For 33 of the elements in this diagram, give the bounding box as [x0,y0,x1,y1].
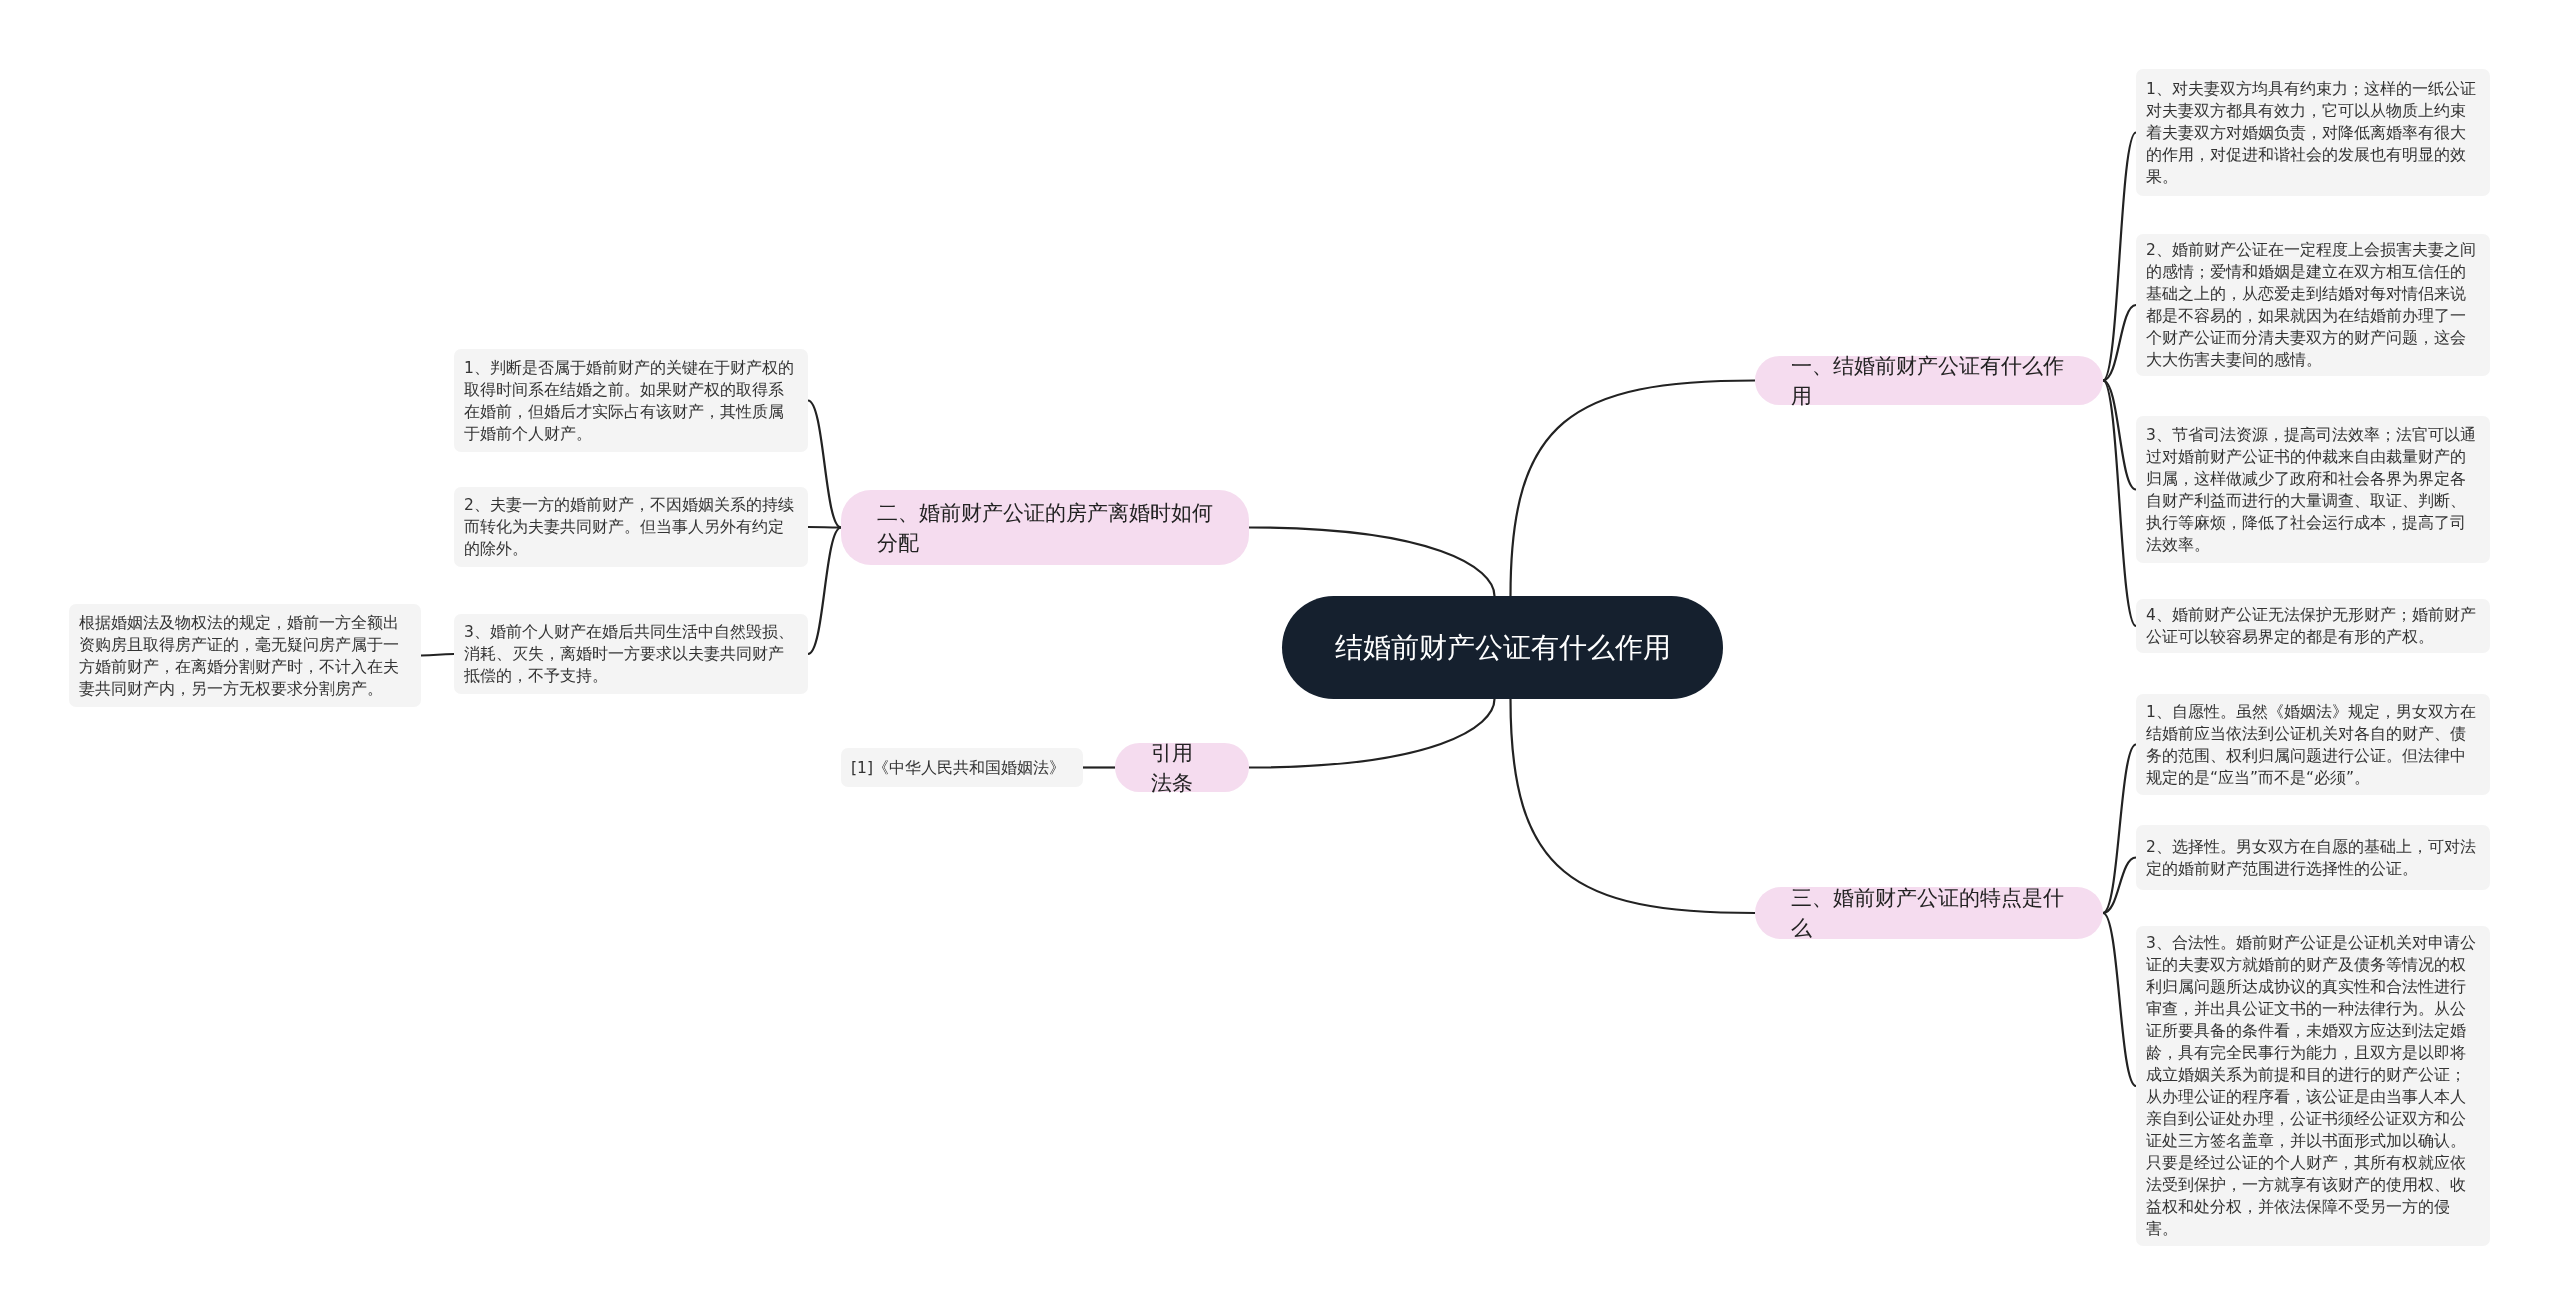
connector-line [808,525,841,529]
central-topic: 结婚前财产公证有什么作用 [1282,596,1723,699]
note-card: 3、合法性。婚前财产公证是公证机关对申请公证的夫妻双方就婚前的财产及债务等情况的权利归属问题所达成协议的真实性和合法性进行审查，并出具公证文书的一种法律行为。从公证所要具备的条件看，未婚双方应达到法定婚龄，具有完全民事行为能力，且双方是以即将成立婚姻关系为前提和目的进行的财产公证；从办理公证的程序看，该公证是由当事人本人亲自到公证处办理，公证书须经公证双方和公证处三方签名盖章，并以书面形式加以确认。只要是经过公证的个人财产，其所有权就应依法受到保护，一方就享有该财产的使用权、收益权和处分权，并依法保障不受另一方的侵害。 [2136,926,2490,1246]
note-card: 1、对夫妻双方均具有约束力；这样的一纸公证对夫妻双方都具有效力，它可以从物质上约束着夫妻双方对婚姻负责，对降低离婚率有很大的作用，对促进和谐社会的发展也有明显的效果。 [2136,69,2490,196]
note-card: [1]《中华人民共和国婚姻法》 [841,748,1083,787]
connector-line [1083,766,1115,769]
connector-line [2102,912,2137,1087]
connector-line [1509,698,1756,915]
note-card: 1、判断是否属于婚前财产的关键在于财产权的取得时间系在结婚之前。如果财产权的取得系在婚前，但婚后才实际占有该财产，其性质属于婚前个人财产。 [454,349,808,452]
connector-line [807,399,842,529]
topic-pill: 二、婚前财产公证的房产离婚时如何分配 [841,490,1249,565]
note-card: 2、选择性。男女双方在自愿的基础上，可对法定的婚前财产范围进行选择性的公证。 [2136,825,2490,890]
connector-line [1509,379,1756,597]
note-card: 2、婚前财产公证在一定程度上会损害夫妻之间的感情；爱情和婚姻是建立在双方相互信任的基础之上的，从恋爱走到结婚对每对情侣来说都是不容易的，如果就因为在结婚前办理了一个财产公证而分清夫妻双方的财产问题，这会大大伤害夫妻间的感情。 [2136,234,2490,376]
connector-line [1249,526,1496,597]
connector-line [2102,379,2137,627]
connector-line [2102,856,2137,915]
connector-line [2102,743,2137,914]
connector-line [2102,379,2137,491]
note-card: 2、夫妻一方的婚前财产，不因婚姻关系的持续而转化为夫妻共同财产。但当事人另外有约定的除外。 [454,487,808,567]
note-card: 根据婚姻法及物权法的规定，婚前一方全额出资购房且取得房产证的，毫无疑问房产属于一方婚前财产，在离婚分割财产时，不计入在夫妻共同财产内，另一方无权要求分割房产。 [69,604,421,707]
topic-pill: 引用法条 [1115,743,1249,792]
note-card: 3、婚前个人财产在婚后共同生活中自然毁损、消耗、灭失，离婚时一方要求以夫妻共同财产抵偿的，不予支持。 [454,614,808,694]
note-card: 3、节省司法资源，提高司法效率；法官可以通过对婚前财产公证书的仲裁来自由裁量财产的归属，这样做减少了政府和社会各界为界定各自财产利益而进行的大量调查、取证、判断、执行等麻烦，降低了社会运行成本，提高了司法效率。 [2136,416,2490,563]
topic-pill: 三、婚前财产公证的特点是什么 [1755,887,2103,939]
connector-line [421,652,454,657]
note-card: 4、婚前财产公证无法保护无形财产；婚前财产公证可以较容易界定的都是有形的产权。 [2136,599,2490,653]
connector-line [2102,303,2137,382]
connector-line [2102,131,2137,382]
connector-line [807,526,842,655]
topic-pill: 一、结婚前财产公证有什么作用 [1755,356,2103,405]
connector-line [1249,698,1496,769]
note-card: 1、自愿性。虽然《婚姻法》规定，男女双方在结婚前应当依法到公证机关对各自的财产、债务的范围、权利归属问题进行公证。但法律中规定的是“应当”而不是“必须”。 [2136,694,2490,795]
